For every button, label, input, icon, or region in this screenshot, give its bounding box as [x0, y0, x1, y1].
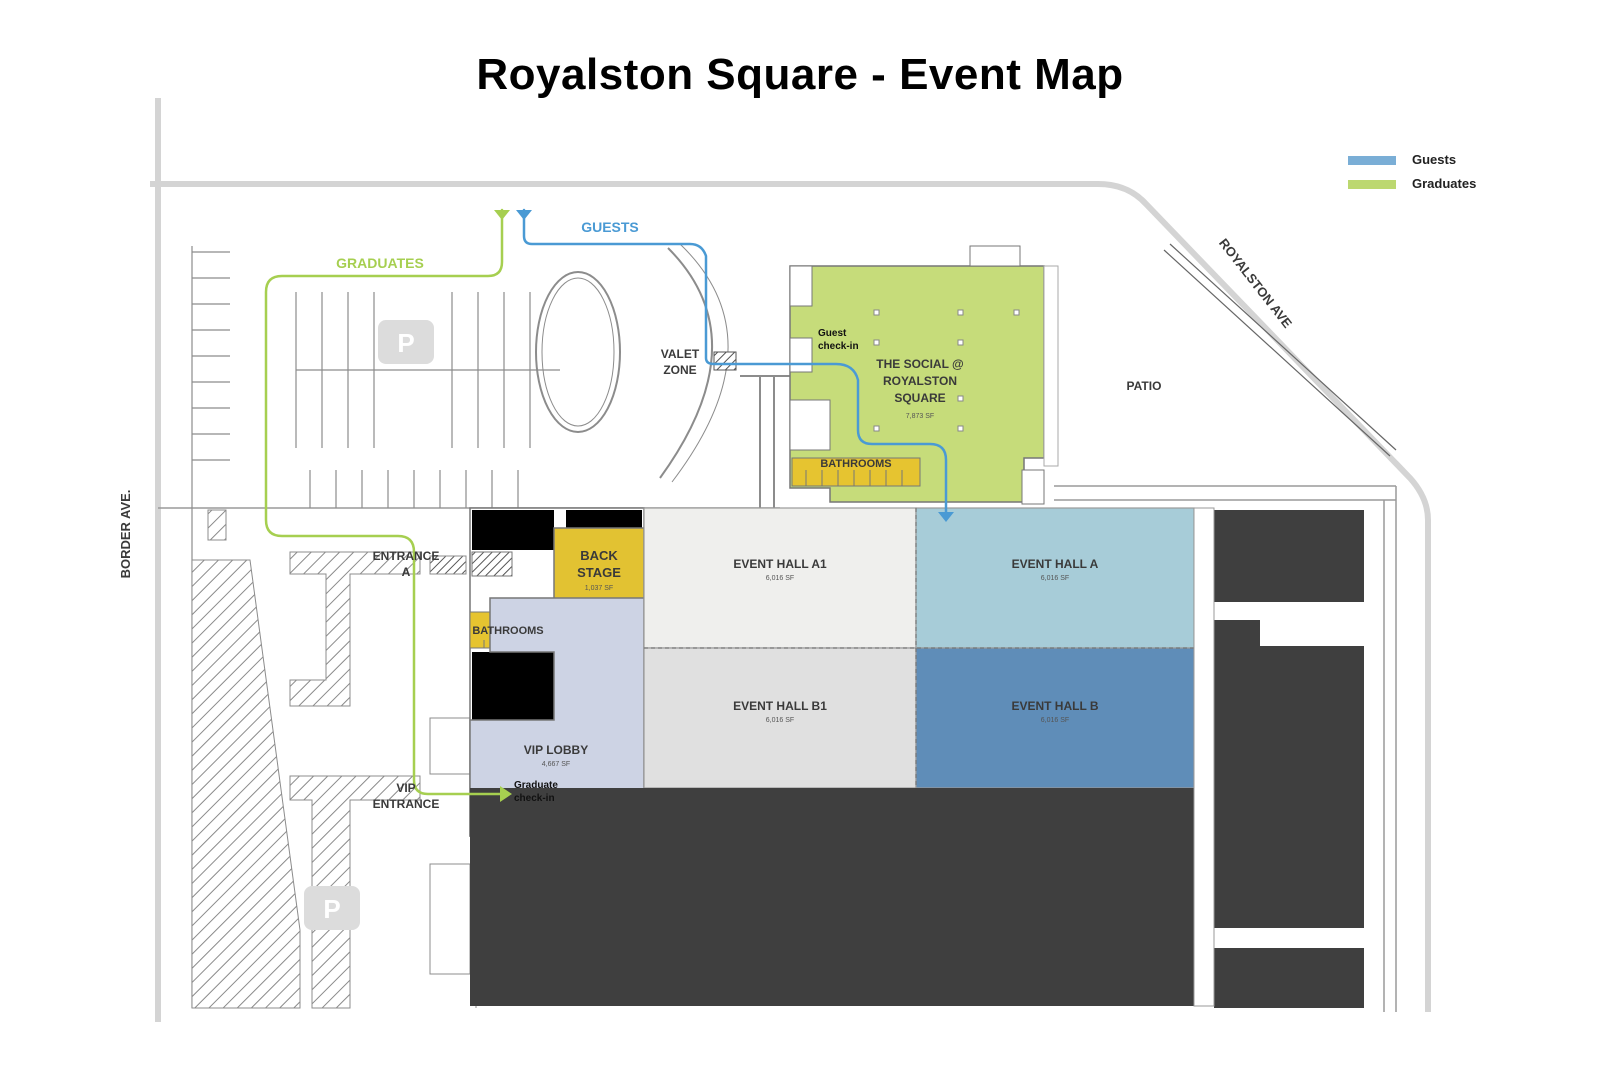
valet-label-line2: ZONE	[663, 363, 696, 377]
bathrooms-top	[791, 457, 921, 487]
guests-route-label: GUESTS	[581, 219, 639, 235]
vip-entrance-label-line1: VIP	[396, 781, 415, 795]
vip-lobby-sf: 4,667 SF	[542, 761, 570, 768]
backstage-sf: 1,037 SF	[585, 585, 613, 592]
valet-hatch	[713, 351, 737, 371]
hall-a-sf: 6,016 SF	[1041, 575, 1069, 582]
backstage-label-line1: BACK	[580, 548, 618, 563]
graduate-checkin-line2: check-in	[514, 793, 555, 804]
entrance-a-label-line2: A	[402, 565, 411, 579]
vip-lobby-label: VIP LOBBY	[524, 743, 588, 757]
event-halls	[643, 507, 1195, 789]
hall-b1-label: EVENT HALL B1	[733, 699, 827, 713]
svg-text:P: P	[397, 328, 414, 358]
hall-a1-label: EVENT HALL A1	[733, 557, 827, 571]
hall-a-label: EVENT HALL A	[1012, 557, 1099, 571]
graduates-route	[264, 208, 512, 802]
vip-entrance-label-line2: ENTRANCE	[373, 797, 440, 811]
backstage-label-line2: STAGE	[577, 565, 621, 580]
hall-a1-sf: 6,016 SF	[766, 575, 794, 582]
guest-checkin-line1: Guest	[818, 328, 847, 339]
hall-b1-sf: 6,016 SF	[766, 717, 794, 724]
social-sf: 7,873 SF	[906, 413, 934, 420]
dark-blocks	[470, 507, 1364, 1008]
streets	[150, 98, 1431, 1022]
legend-graduates-swatch	[1348, 180, 1396, 189]
social-label-line2: ROYALSTON	[883, 374, 957, 388]
svg-text:P: P	[323, 894, 340, 924]
valet-label-line1: VALET	[661, 347, 700, 361]
social-label-line3: SQUARE	[894, 391, 945, 405]
royalston-ave-edge	[1163, 243, 1397, 457]
left-parking-lot	[191, 509, 477, 1009]
guest-checkin-line2: check-in	[818, 341, 859, 352]
bathrooms-left-label: BATHROOMS	[472, 625, 543, 637]
bathrooms-top-label: BATHROOMS	[820, 458, 891, 470]
patio-label: PATIO	[1127, 379, 1162, 393]
legend-guests-swatch	[1348, 156, 1396, 165]
hall-b-sf: 6,016 SF	[1041, 717, 1069, 724]
graduates-route-label: GRADUATES	[336, 255, 424, 271]
valet-loop	[535, 243, 790, 508]
entrance-a-label-line1: ENTRANCE	[373, 549, 440, 563]
graduate-checkin-line1: Graduate	[514, 780, 558, 791]
the-social-room	[789, 245, 1059, 505]
legend: Guests Graduates	[1348, 152, 1476, 191]
hall-b-label: EVENT HALL B	[1011, 699, 1098, 713]
border-ave-label: BORDER AVE.	[118, 490, 133, 579]
parking-sign-top: P	[378, 320, 434, 364]
parking-sign-bottom: P	[304, 886, 360, 930]
map-title: Royalston Square - Event Map	[476, 50, 1124, 99]
social-label-line1: THE SOCIAL @	[876, 357, 964, 371]
legend-graduates-label: Graduates	[1412, 176, 1476, 191]
legend-guests-label: Guests	[1412, 152, 1456, 167]
guests-route	[516, 208, 954, 522]
